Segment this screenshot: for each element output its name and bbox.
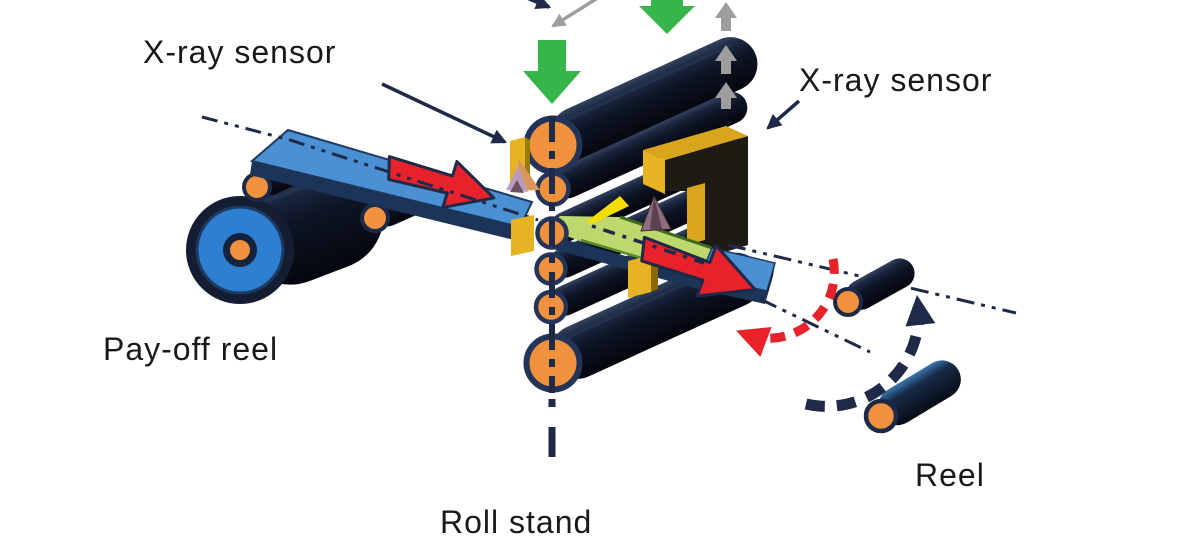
screwdown-arrow-center bbox=[639, 0, 695, 34]
label-reel: Reel bbox=[915, 457, 985, 493]
roll-lift-arrows bbox=[715, 2, 737, 109]
exit-strip-tip-end bbox=[765, 263, 775, 304]
entry-strip-front-edge bbox=[250, 161, 520, 241]
entry-passline bbox=[201, 115, 539, 222]
screwdown-arrow-left bbox=[523, 40, 581, 104]
exit-strip-centerline bbox=[591, 224, 705, 265]
force-arrows bbox=[523, 0, 737, 109]
tension-reel-lower-face bbox=[863, 398, 899, 434]
label-xray-sensor-right: X-ray sensor bbox=[799, 62, 992, 98]
xray-left-pointer-arrow bbox=[381, 82, 508, 144]
gauge-frame-top-face bbox=[643, 126, 748, 160]
exit-strip-far-edge bbox=[619, 215, 713, 250]
entry-direction-arrow bbox=[387, 155, 496, 209]
xray-right-pointer-arrow bbox=[766, 99, 801, 130]
coil-core bbox=[230, 240, 250, 260]
gauge-frame-left-column bbox=[643, 150, 665, 194]
gauge-frame-slab bbox=[665, 136, 748, 258]
entry-xray-gauge bbox=[506, 137, 540, 256]
tension-reel-upper bbox=[833, 258, 915, 317]
entry-gauge-bottom-post bbox=[511, 215, 534, 256]
entry-strip bbox=[201, 115, 539, 241]
entry-beam-fan-2 bbox=[506, 166, 528, 192]
exit-beam-cone-shadow bbox=[650, 196, 662, 230]
top-pointer-arrow-gray bbox=[551, 0, 598, 28]
label-roll-stand: Roll stand bbox=[440, 504, 592, 540]
label-payoff-reel: Pay-off reel bbox=[103, 331, 278, 367]
lift-arrow-2 bbox=[715, 45, 737, 74]
backup-roll-top-body bbox=[550, 37, 758, 161]
reel-lower-centerline bbox=[759, 297, 871, 354]
gauge-frame-inner-column bbox=[687, 183, 705, 245]
lift-arrow-3 bbox=[715, 82, 737, 109]
guide-roller-2-face bbox=[360, 203, 390, 233]
beam-flash-wedge bbox=[586, 196, 629, 224]
label-xray-sensor-left: X-ray sensor bbox=[143, 34, 336, 70]
lift-arrow-1 bbox=[715, 2, 737, 31]
exit-strip bbox=[546, 194, 776, 304]
exit-xray-gauge-frame bbox=[643, 126, 748, 258]
gauge-frame-bottom-post bbox=[628, 255, 651, 298]
entry-beam-fan-shadow bbox=[510, 180, 524, 193]
tension-reel-lower bbox=[863, 360, 961, 434]
top-pointer-arrow-navy bbox=[527, 0, 552, 9]
tension-reel-upper-face bbox=[833, 287, 863, 317]
work-roll-1-body bbox=[551, 91, 748, 199]
